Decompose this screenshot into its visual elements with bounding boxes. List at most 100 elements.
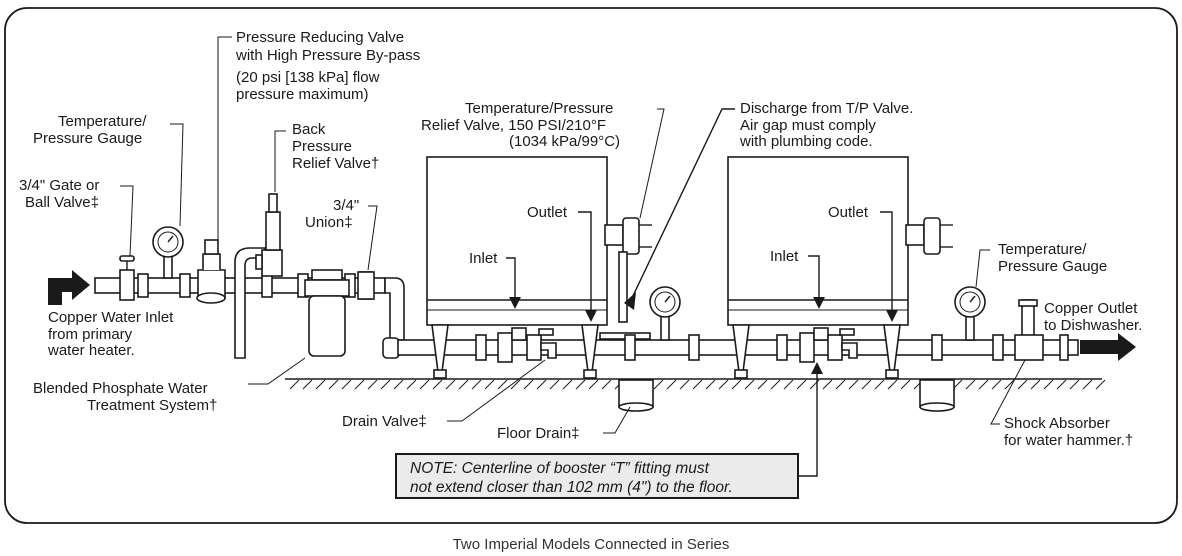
floor-hatch-mark bbox=[1017, 379, 1028, 390]
floor-hatch-mark bbox=[679, 379, 690, 390]
floor-hatch-mark bbox=[653, 379, 664, 390]
floor-hatch-mark bbox=[1069, 379, 1080, 390]
floor-hatch-mark bbox=[419, 379, 430, 390]
floor-hatch-mark bbox=[666, 379, 677, 390]
label-tpgauge-right-2: Pressure Gauge bbox=[998, 258, 1107, 275]
floor-drain-right bbox=[919, 379, 955, 412]
floor-hatch-mark bbox=[692, 379, 703, 390]
label-tpgauge-right-1: Temperature/ bbox=[998, 241, 1087, 258]
temperature-pressure-gauge-left-icon bbox=[152, 226, 184, 279]
floor-hatch-mark bbox=[536, 379, 547, 390]
note-line-1: NOTE: Centerline of booster “T” fitting … bbox=[410, 460, 710, 477]
label-tp-relief-1: Temperature/Pressure bbox=[465, 100, 613, 117]
floor-hatch-mark bbox=[705, 379, 716, 390]
floor-hatch-mark bbox=[861, 379, 872, 390]
label-copper-outlet-2: to Dishwasher. bbox=[1044, 317, 1142, 334]
floor-hatch-mark bbox=[965, 379, 976, 390]
note-line-2: not extend closer than 102 mm (4") to th… bbox=[410, 479, 733, 496]
label-back-relief-2: Pressure bbox=[292, 138, 352, 155]
union-icon bbox=[357, 271, 375, 300]
floor-drain-left bbox=[618, 379, 654, 412]
label-outlet-b: Outlet bbox=[828, 204, 869, 221]
floor-hatch-mark bbox=[1030, 379, 1041, 390]
floor-hatch-mark bbox=[523, 379, 534, 390]
floor-hatch-mark bbox=[289, 379, 300, 390]
label-floor-drain: Floor Drain‡ bbox=[497, 425, 580, 442]
floor-hatch-mark bbox=[601, 379, 612, 390]
label-drain-valve: Drain Valve‡ bbox=[342, 413, 427, 430]
drain-valve-b-icon bbox=[827, 328, 858, 361]
floor-hatch-mark bbox=[497, 379, 508, 390]
floor-hatch-mark bbox=[1095, 379, 1106, 390]
floor-hatch-mark bbox=[718, 379, 729, 390]
floor-hatch-mark bbox=[328, 379, 339, 390]
label-discharge-1: Discharge from T/P Valve. bbox=[740, 100, 913, 117]
label-tp-relief-3: (1034 kPa/99°C) bbox=[509, 133, 620, 150]
floor-hatch-mark bbox=[380, 379, 391, 390]
label-outlet-a: Outlet bbox=[527, 204, 568, 221]
floor-hatch-mark bbox=[302, 379, 313, 390]
loop-pipe bbox=[384, 277, 405, 341]
floor-hatch-mark bbox=[835, 379, 846, 390]
label-copper-inlet-2: from primary bbox=[48, 326, 133, 343]
label-gate-valve-1: 3/4" Gate or bbox=[19, 177, 99, 194]
diagram-caption: Two Imperial Models Connected in Series bbox=[453, 536, 730, 553]
outlet-arrow-icon bbox=[1080, 333, 1136, 361]
label-back-relief-3: Relief Valve† bbox=[292, 155, 379, 172]
floor-hatch-mark bbox=[783, 379, 794, 390]
labels: Pressure Reducing Valve with High Pressu… bbox=[19, 29, 1142, 449]
label-prv-3: (20 psi [138 kPa] flow bbox=[236, 69, 380, 86]
inlet-arrow-icon bbox=[48, 270, 90, 305]
label-back-relief-1: Back bbox=[292, 121, 326, 138]
floor-hatch-mark bbox=[458, 379, 469, 390]
label-union-2: Union‡ bbox=[305, 214, 353, 231]
floor-hatch-mark bbox=[978, 379, 989, 390]
phosphate-treatment-cartridge-icon bbox=[304, 269, 350, 357]
floor-hatch-mark bbox=[744, 379, 755, 390]
label-phosphate-2: Treatment System† bbox=[87, 397, 217, 414]
label-prv-1: Pressure Reducing Valve bbox=[236, 29, 404, 46]
floor-hatch-mark bbox=[1082, 379, 1093, 390]
floor-hatch-mark bbox=[315, 379, 326, 390]
temperature-pressure-gauge-right-icon bbox=[954, 286, 986, 341]
floor-hatch-mark bbox=[445, 379, 456, 390]
floor-hatch-mark bbox=[562, 379, 573, 390]
floor-hatch-mark bbox=[848, 379, 859, 390]
tp-relief-valve-a-icon bbox=[604, 217, 652, 323]
drain-valve-a-icon bbox=[526, 328, 557, 361]
floor-hatch-mark bbox=[549, 379, 560, 390]
label-inlet-a: Inlet bbox=[469, 250, 498, 267]
floor-hatch-mark bbox=[393, 379, 404, 390]
floor-hatch-mark bbox=[991, 379, 1002, 390]
floor-hatch-mark bbox=[900, 379, 911, 390]
label-tpgauge-left-1: Temperature/ bbox=[58, 113, 147, 130]
floor-hatch-mark bbox=[510, 379, 521, 390]
shock-absorber-icon bbox=[1014, 299, 1044, 361]
label-prv-2: with High Pressure By-pass bbox=[235, 47, 420, 64]
label-inlet-b: Inlet bbox=[770, 248, 799, 265]
label-copper-outlet-1: Copper Outlet bbox=[1044, 300, 1138, 317]
floor-hatch-mark bbox=[588, 379, 599, 390]
floor-hatch-mark bbox=[575, 379, 586, 390]
floor-hatch-mark bbox=[731, 379, 742, 390]
floor-hatch-mark bbox=[874, 379, 885, 390]
label-copper-inlet-1: Copper Water Inlet bbox=[48, 309, 174, 326]
label-prv-4: pressure maximum) bbox=[236, 86, 369, 103]
floor-hatch-mark bbox=[484, 379, 495, 390]
floor-hatch-mark bbox=[796, 379, 807, 390]
note-box: NOTE: Centerline of booster “T” fitting … bbox=[395, 453, 799, 499]
label-shock-1: Shock Absorber bbox=[1004, 415, 1110, 432]
label-union-1: 3/4" bbox=[333, 197, 359, 214]
floor-hatch-mark bbox=[1056, 379, 1067, 390]
back-pressure-relief-valve-icon bbox=[255, 193, 283, 277]
tp-relief-valve-b-icon bbox=[905, 217, 953, 255]
floor-hatch-mark bbox=[887, 379, 898, 390]
floor-hatch-mark bbox=[1043, 379, 1054, 390]
floor-hatch-mark bbox=[471, 379, 482, 390]
label-discharge-2: Air gap must comply bbox=[740, 117, 876, 134]
floor-hatch-mark bbox=[770, 379, 781, 390]
floor-hatch-mark bbox=[757, 379, 768, 390]
floor-hatch-mark bbox=[822, 379, 833, 390]
label-tp-relief-2: Relief Valve, 150 PSI/210°F bbox=[421, 117, 606, 134]
